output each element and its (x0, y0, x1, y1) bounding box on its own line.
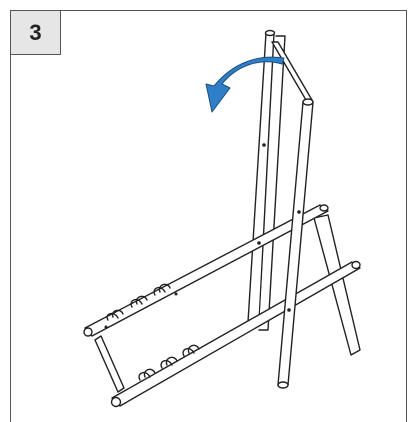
lower-hooks (138, 344, 200, 381)
step-number-badge: 3 (11, 11, 61, 55)
lower-crossbar (110, 260, 361, 408)
rear-diagonal-leg (313, 214, 361, 356)
lower-left-brace (94, 335, 125, 393)
rotate-direction-arrow-icon (205, 56, 285, 113)
left-frame-upright (247, 29, 286, 331)
upper-crossbar (83, 204, 329, 337)
upper-hooks (106, 283, 171, 321)
front-upright (277, 98, 314, 389)
pivot-bolts (104, 143, 301, 329)
